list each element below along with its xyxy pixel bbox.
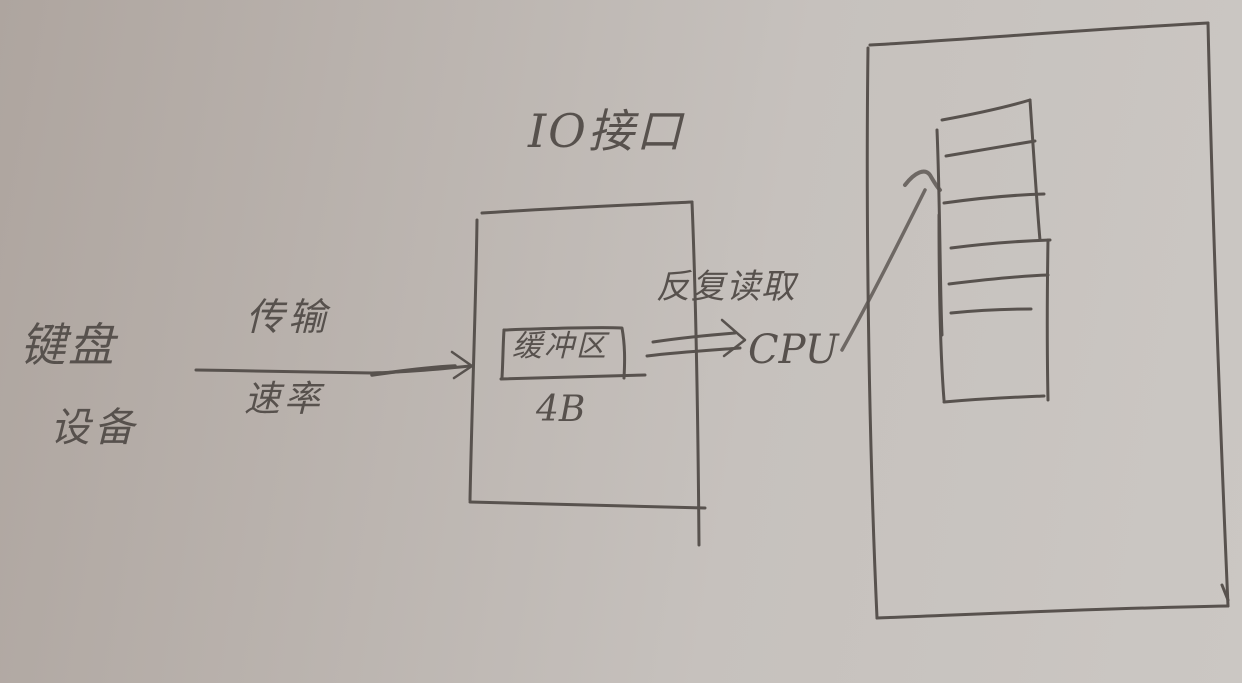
buffer-label: 缓冲区 [512,329,608,364]
keyboard-device-label: 键盘 [20,318,116,372]
keyboard-device-label-line2: 设备 [50,405,138,451]
cpu-label: CPU [748,327,839,373]
io-interface-box [468,200,707,547]
io-interface-title: IO接口 [528,104,684,158]
repeated-read-label: 反复读取 [656,267,796,307]
memory-box [865,21,1230,620]
memory-table [935,98,1052,404]
cpu-to-memory-arrow [840,169,942,352]
device-to-io-arrow [194,350,474,380]
buffer-box [499,326,647,381]
transfer-rate-label-bottom: 速率 [244,379,325,420]
buffer-to-cpu-arrow [645,318,747,358]
buffer-size-label: 4B [536,389,586,430]
transfer-rate-label-top: 传输 [246,295,331,339]
